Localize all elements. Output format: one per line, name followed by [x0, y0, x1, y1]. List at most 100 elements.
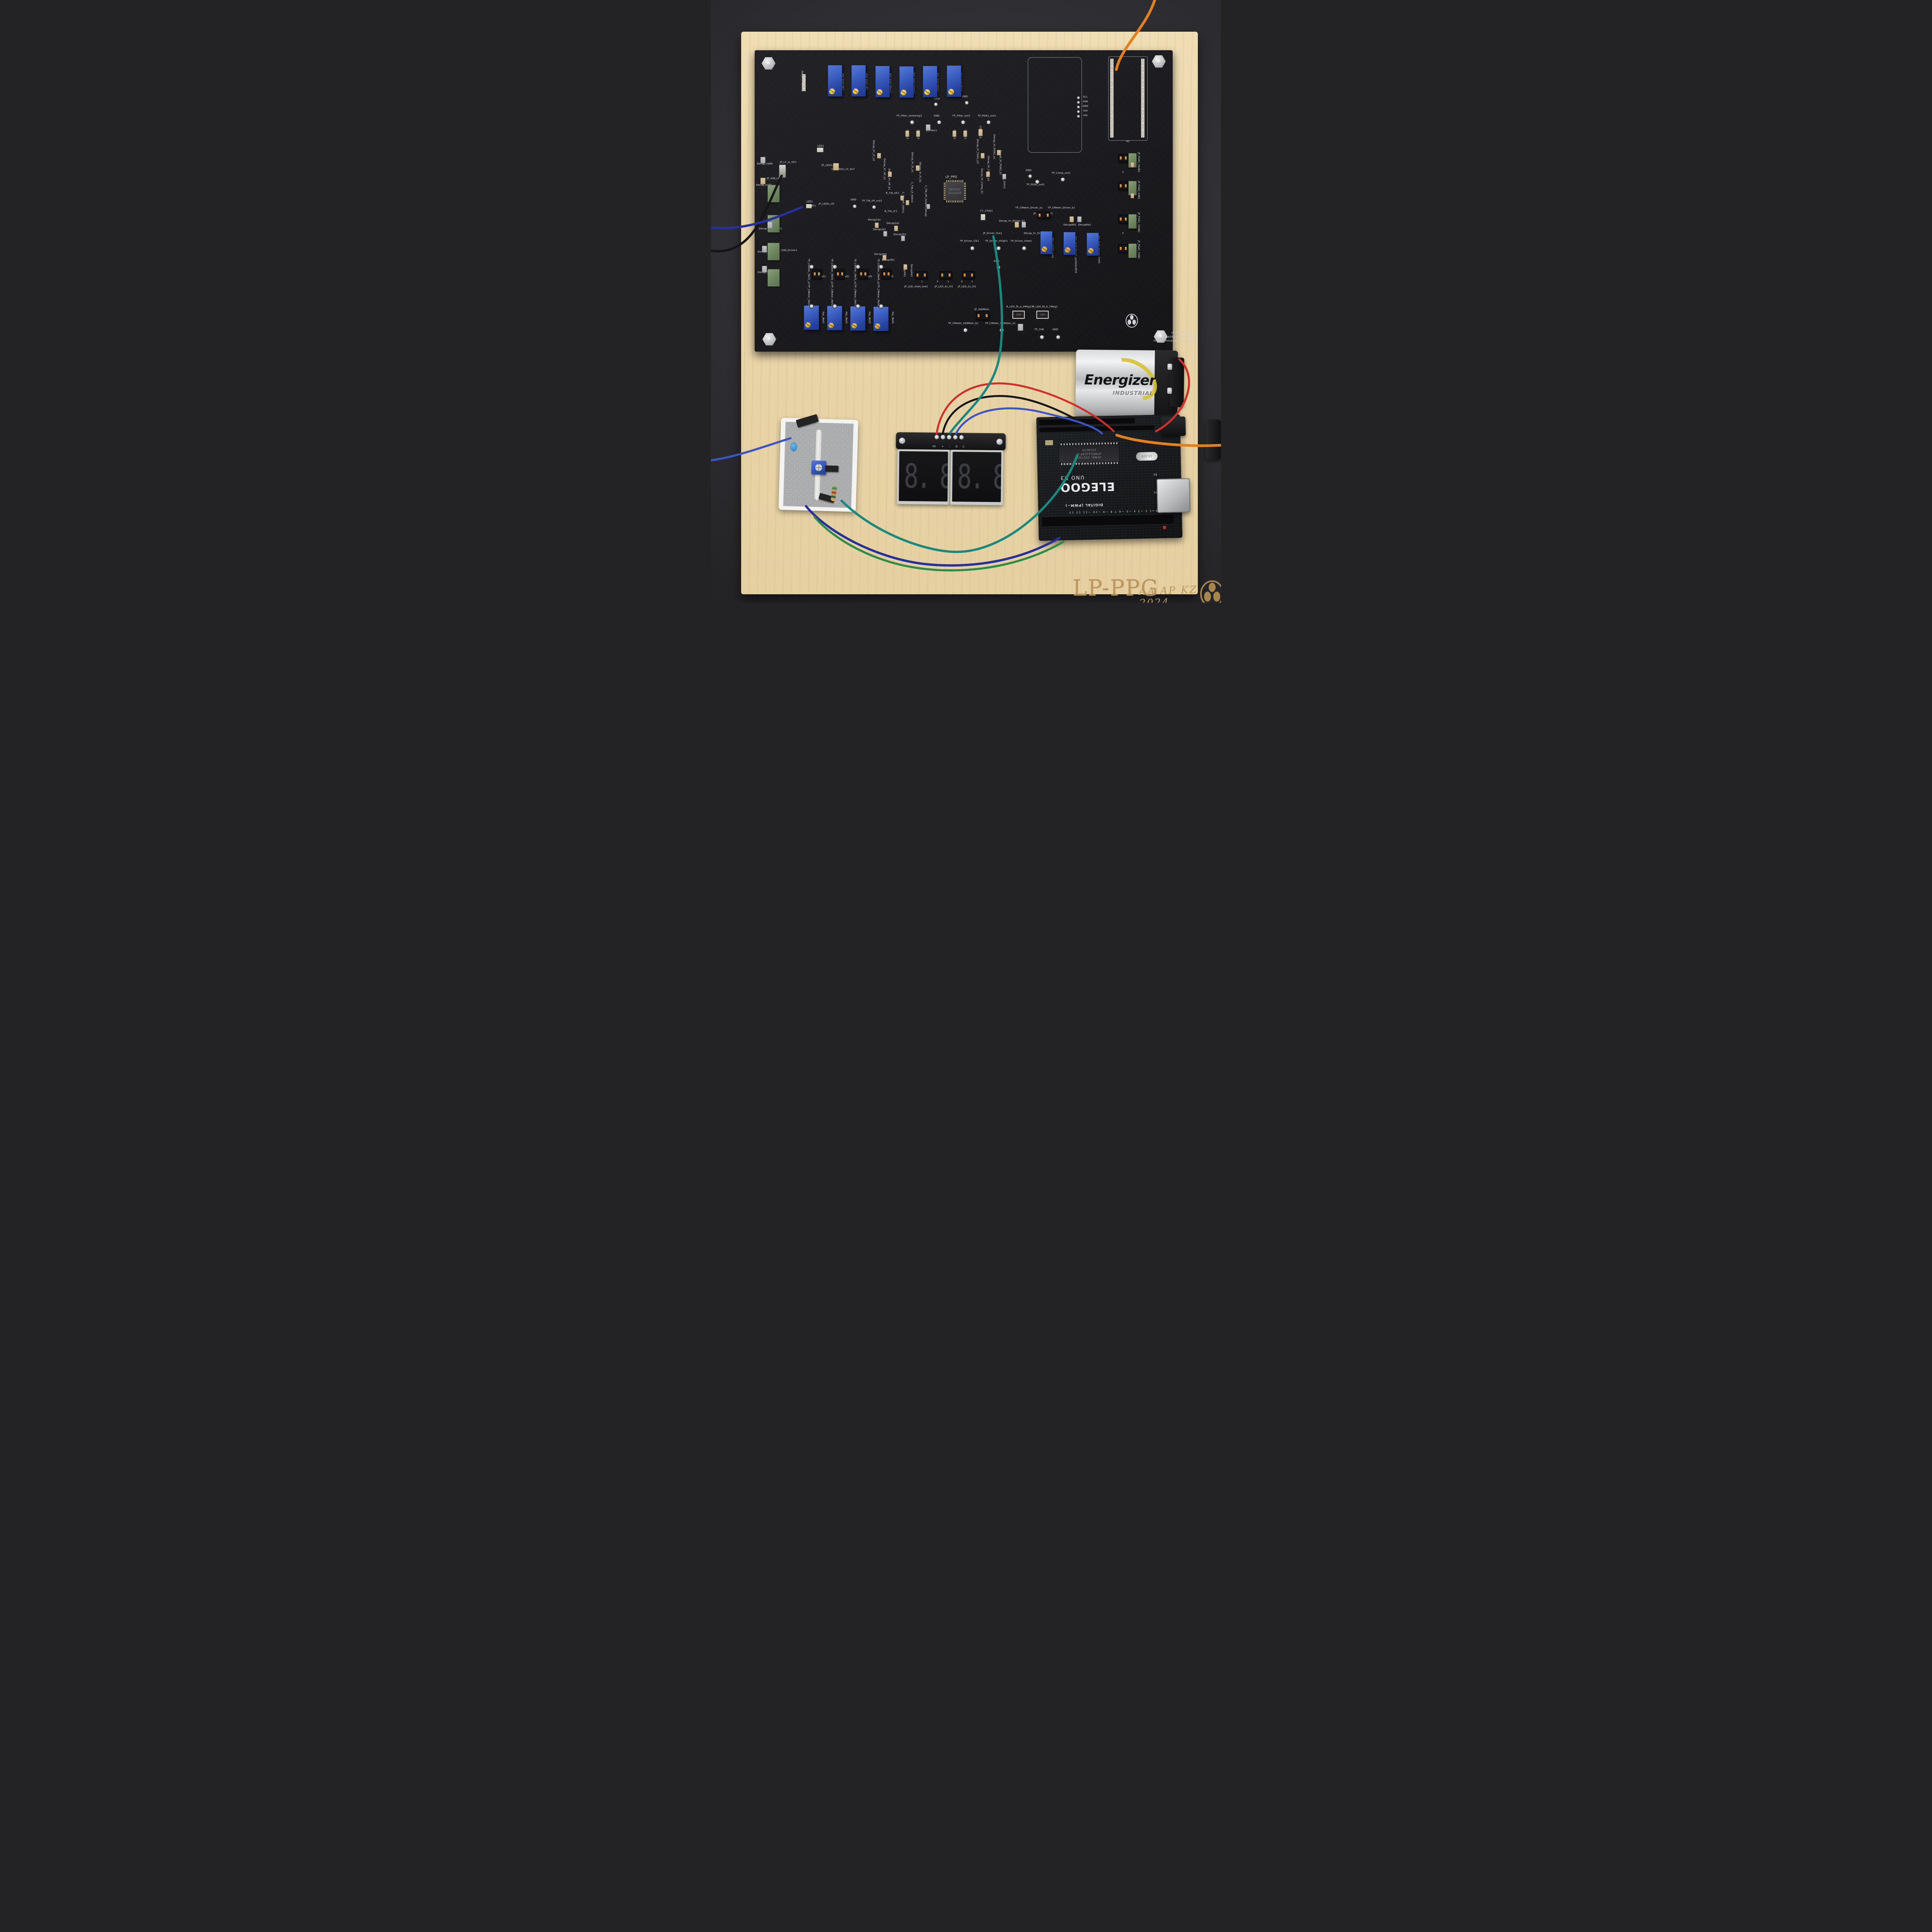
smd-capacitor	[883, 255, 886, 260]
silkscreen-label: JP_LED_reset_low1	[904, 285, 928, 288]
silkscreen-label: GND	[850, 198, 857, 201]
jumper-block	[812, 269, 821, 279]
segment-digit: 8.	[904, 457, 930, 496]
brand-text: ELEGOO	[1060, 479, 1115, 494]
jumper-pin	[1120, 247, 1122, 250]
test-point-pad	[964, 328, 967, 332]
test-point-pad	[1077, 101, 1080, 104]
header-hole-column	[1110, 59, 1114, 138]
display-digit-module: 8.8.	[950, 450, 1003, 505]
trimmer-potentiometer	[923, 66, 937, 97]
silkscreen-label: Decap2b1	[893, 233, 906, 236]
website-silkscreen: WWW.ELEGOO.COM	[1060, 462, 1089, 465]
jumper-pin	[860, 272, 862, 276]
smd-capacitor	[981, 153, 985, 158]
solder-joint	[934, 435, 939, 439]
smd-capacitor	[952, 131, 956, 137]
trimmer-potentiometer	[828, 65, 842, 97]
battery-brand: Energizer	[1084, 372, 1156, 389]
jumper-pin	[1125, 247, 1127, 250]
usb-b-connector	[1156, 478, 1190, 513]
dc-barrel-jack	[1160, 416, 1186, 437]
jumper-pin	[1125, 156, 1127, 160]
solder-joint	[947, 435, 951, 440]
jumper-pin	[949, 274, 951, 277]
green-connector	[1128, 153, 1137, 168]
digital-header-label: DIGITAL (PWM~)	[1065, 502, 1103, 507]
segment-display-module: Vh + - D C 8.8. 8.8.	[895, 429, 1006, 508]
test-point-pad	[853, 205, 856, 208]
silkscreen-label: Decap_vdd6	[757, 162, 773, 165]
silkscreen-label: L_Filter1	[926, 129, 937, 132]
trimmer-screw	[1065, 247, 1070, 253]
silkscreen-label: 3	[1122, 232, 1124, 235]
jumper-block	[1118, 215, 1128, 223]
battery-terminal	[1167, 388, 1172, 394]
silkscreen-label: Decap6a1	[1078, 223, 1091, 226]
smd-capacitor	[916, 131, 920, 137]
jumper-block	[1037, 212, 1050, 219]
silkscreen-label: 3	[1122, 171, 1124, 174]
smd-capacitor	[762, 246, 767, 252]
silkscreen-label: TP_Comp_out1	[1051, 172, 1071, 175]
test-point-pad	[937, 121, 941, 124]
jumper-pin	[924, 274, 926, 277]
smd-capacitor	[905, 131, 909, 137]
smd-capacitor	[901, 236, 905, 241]
smd-capacitor	[1070, 216, 1074, 222]
silkscreen-label: GND	[934, 97, 940, 100]
smd-capacitor	[888, 172, 892, 177]
smd-capacitor	[1077, 216, 1082, 222]
test-point-pad	[833, 265, 837, 269]
digital-pin-labels: RX←0 TX→1 2 ~3 4 ~5 ~6 7 8 ~9 ~10 ~11 12…	[1068, 509, 1173, 514]
smd-capacitor	[762, 266, 767, 272]
trimmer-potentiometer	[1040, 231, 1053, 254]
trimmer-screw	[815, 464, 823, 471]
test-point-pad	[1000, 328, 1003, 332]
trimmer-screw	[828, 323, 834, 328]
test-point-pad	[1029, 175, 1032, 178]
jumper-pin	[941, 274, 943, 277]
silkscreen-label: R_LDO_fb_a_2Meg15	[1006, 305, 1033, 308]
smd-capacitor	[963, 131, 967, 137]
display-digit-module: 8.8.	[897, 449, 950, 505]
pcb-title-line1: LP-PPG Test Board	[1171, 331, 1197, 334]
silkscreen-label: TP_PGA1_out1	[978, 114, 996, 117]
smd-capacitor	[927, 204, 930, 209]
silkscreen-label: 1	[921, 280, 923, 283]
jumper-pin	[1047, 214, 1049, 217]
display-face: 8.8.	[899, 451, 948, 502]
smd-resistor: 1003	[1036, 311, 1049, 319]
jumper-block	[882, 269, 891, 279]
silkscreen-label: Decap3b1	[882, 259, 895, 262]
silkscreen-label: SDA	[1083, 100, 1088, 103]
trimmer-potentiometer	[850, 306, 866, 331]
trimmer-screw	[852, 323, 857, 328]
jumper-pin	[864, 272, 866, 276]
jumper-block	[915, 271, 927, 279]
display-pin-label: D	[955, 445, 958, 449]
test-point-pad	[934, 103, 937, 106]
silkscreen-label: VHI	[1083, 114, 1088, 117]
smd-capacitor	[997, 150, 1001, 155]
silkscreen-label: LED1	[817, 145, 824, 148]
module-footprint-outline	[1028, 57, 1082, 153]
chip-pins	[946, 201, 963, 202]
trimmer-screw	[1042, 247, 1047, 252]
jumper-pin	[1120, 184, 1122, 187]
smd-capacitor	[877, 153, 881, 158]
jumper-pin	[1120, 218, 1122, 221]
silkscreen-label: JP_LEDin_HF	[818, 202, 835, 206]
silkscreen-label: C_Photoin_LF_4u7	[832, 168, 855, 171]
pin-header	[1039, 425, 1155, 433]
mcu-marking-line2: ATMEGA328P U	[1077, 452, 1102, 456]
atmega328p-chip: ATMEL 35473D ATMEGA328P U 2318CYU	[1058, 442, 1120, 465]
jumper-pin	[883, 272, 885, 276]
screw	[996, 439, 1003, 445]
trimmer-screw	[877, 89, 883, 95]
segment-digit: 8.	[957, 457, 983, 497]
jumper-pin	[971, 274, 973, 277]
test-point-pad	[879, 265, 883, 269]
rx-label: RX	[1153, 473, 1157, 476]
jumper-pin	[917, 274, 918, 277]
